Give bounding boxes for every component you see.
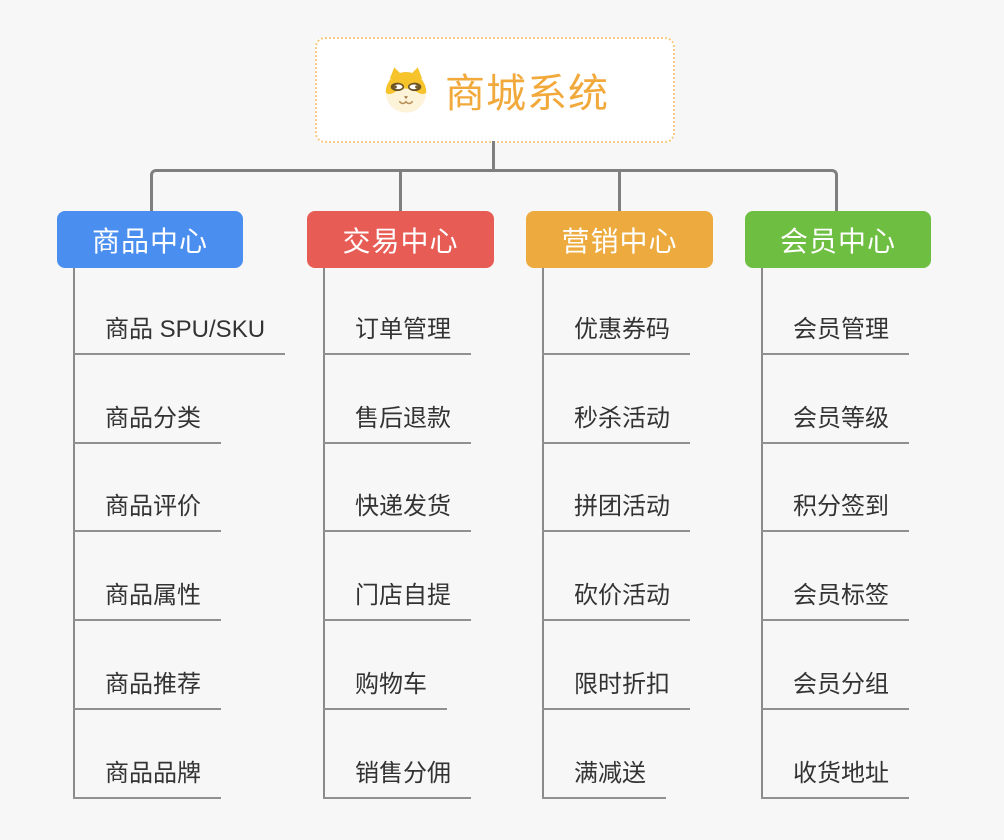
leaf-node[interactable]: 商品品牌 (73, 759, 221, 799)
leaf-node[interactable]: 会员标签 (761, 581, 909, 622)
leaf-node[interactable]: 砍价活动 (542, 581, 690, 622)
branch-header-2[interactable]: 交易中心 (307, 211, 494, 268)
leaf-node[interactable]: 销售分佣 (323, 759, 471, 799)
root-connector-stub (492, 141, 495, 170)
leaf-node[interactable]: 优惠券码 (542, 315, 690, 355)
leaf-node[interactable]: 收货地址 (761, 759, 909, 799)
leaf-node[interactable]: 会员分组 (761, 670, 909, 710)
leaf-node[interactable]: 积分签到 (761, 492, 909, 533)
shiba-dog-icon (385, 67, 427, 113)
leaf-node[interactable]: 快递发货 (323, 492, 471, 533)
leaf-node[interactable]: 订单管理 (323, 315, 471, 355)
root-node[interactable]: 商城系统 (315, 37, 675, 143)
leaf-node[interactable]: 满减送 (542, 759, 666, 799)
leaf-node[interactable]: 限时折扣 (542, 670, 690, 710)
branch-connector-line (542, 268, 544, 799)
leaf-node[interactable]: 商品评价 (73, 492, 221, 533)
root-title: 商城系统 (445, 72, 609, 116)
leaf-node[interactable]: 商品 SPU/SKU (73, 315, 286, 355)
branch-connector-line (323, 268, 325, 799)
leaf-node[interactable]: 拼团活动 (542, 492, 690, 533)
leaf-node[interactable]: 会员管理 (761, 315, 909, 355)
branch-connector-line (73, 268, 75, 799)
leaf-node[interactable]: 秒杀活动 (542, 404, 690, 444)
branch-header-3[interactable]: 营销中心 (526, 211, 713, 268)
connector-drop (618, 169, 621, 212)
branch-connector-line (761, 268, 763, 799)
connector-drop (399, 169, 402, 212)
leaf-node[interactable]: 购物车 (323, 670, 447, 710)
leaf-node[interactable]: 会员等级 (761, 404, 909, 444)
branch-header-4[interactable]: 会员中心 (745, 211, 931, 268)
branch-header-1[interactable]: 商品中心 (57, 211, 243, 268)
connector-bus (150, 169, 838, 212)
leaf-node[interactable]: 门店自提 (323, 581, 471, 622)
leaf-node[interactable]: 商品分类 (73, 404, 221, 444)
leaf-node[interactable]: 商品属性 (73, 581, 221, 622)
leaf-node[interactable]: 商品推荐 (73, 670, 221, 710)
leaf-node[interactable]: 售后退款 (323, 404, 471, 444)
